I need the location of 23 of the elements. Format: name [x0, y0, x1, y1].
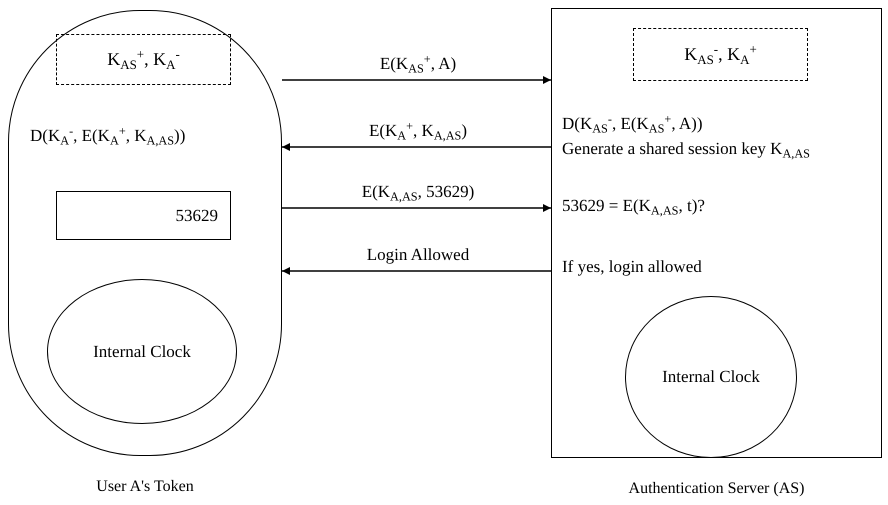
key-box: [56, 34, 231, 85]
arrow: [282, 76, 551, 84]
arrow: [282, 204, 551, 212]
annotation-text: Generate a shared session key K$_{A,AS}$: [562, 139, 810, 159]
edge-label: E(K$_{A}$$^{+}$, K$_{A,AS}$): [368, 121, 468, 141]
code-display-box: [56, 191, 231, 240]
node-caption: User A's Token: [96, 477, 194, 497]
clock-ellipse: [625, 296, 797, 458]
clock-ellipse: [47, 279, 237, 424]
arrow: [282, 267, 551, 275]
edge-label: Login Allowed: [366, 245, 470, 265]
key-box: [633, 28, 808, 81]
node-text: Internal Clock: [662, 366, 760, 388]
node-text: 53629: [176, 204, 218, 226]
edge-label: E(K$_{A,AS}$, 53629): [362, 182, 474, 202]
node-caption: Authentication Server (AS): [628, 479, 804, 499]
arrow: [282, 143, 551, 151]
annotation-text: D(K$_{AS}$$^{-}$, E(K$_{AS}$$^{+}$, A)): [562, 114, 702, 134]
node-text: Internal Clock: [93, 340, 191, 362]
annotation-text: 53629 = E(K$_{A,AS}$, t)?: [562, 196, 705, 216]
edge-label: E(K$_{AS}$$^{+}$, A): [380, 54, 456, 74]
annotation-text: D(K$_{A}$$^{-}$, E(K$_{A}$$^{+}$, K$_{A,AS}$)): [30, 126, 186, 146]
annotation-text: If yes, login allowed: [562, 257, 702, 277]
